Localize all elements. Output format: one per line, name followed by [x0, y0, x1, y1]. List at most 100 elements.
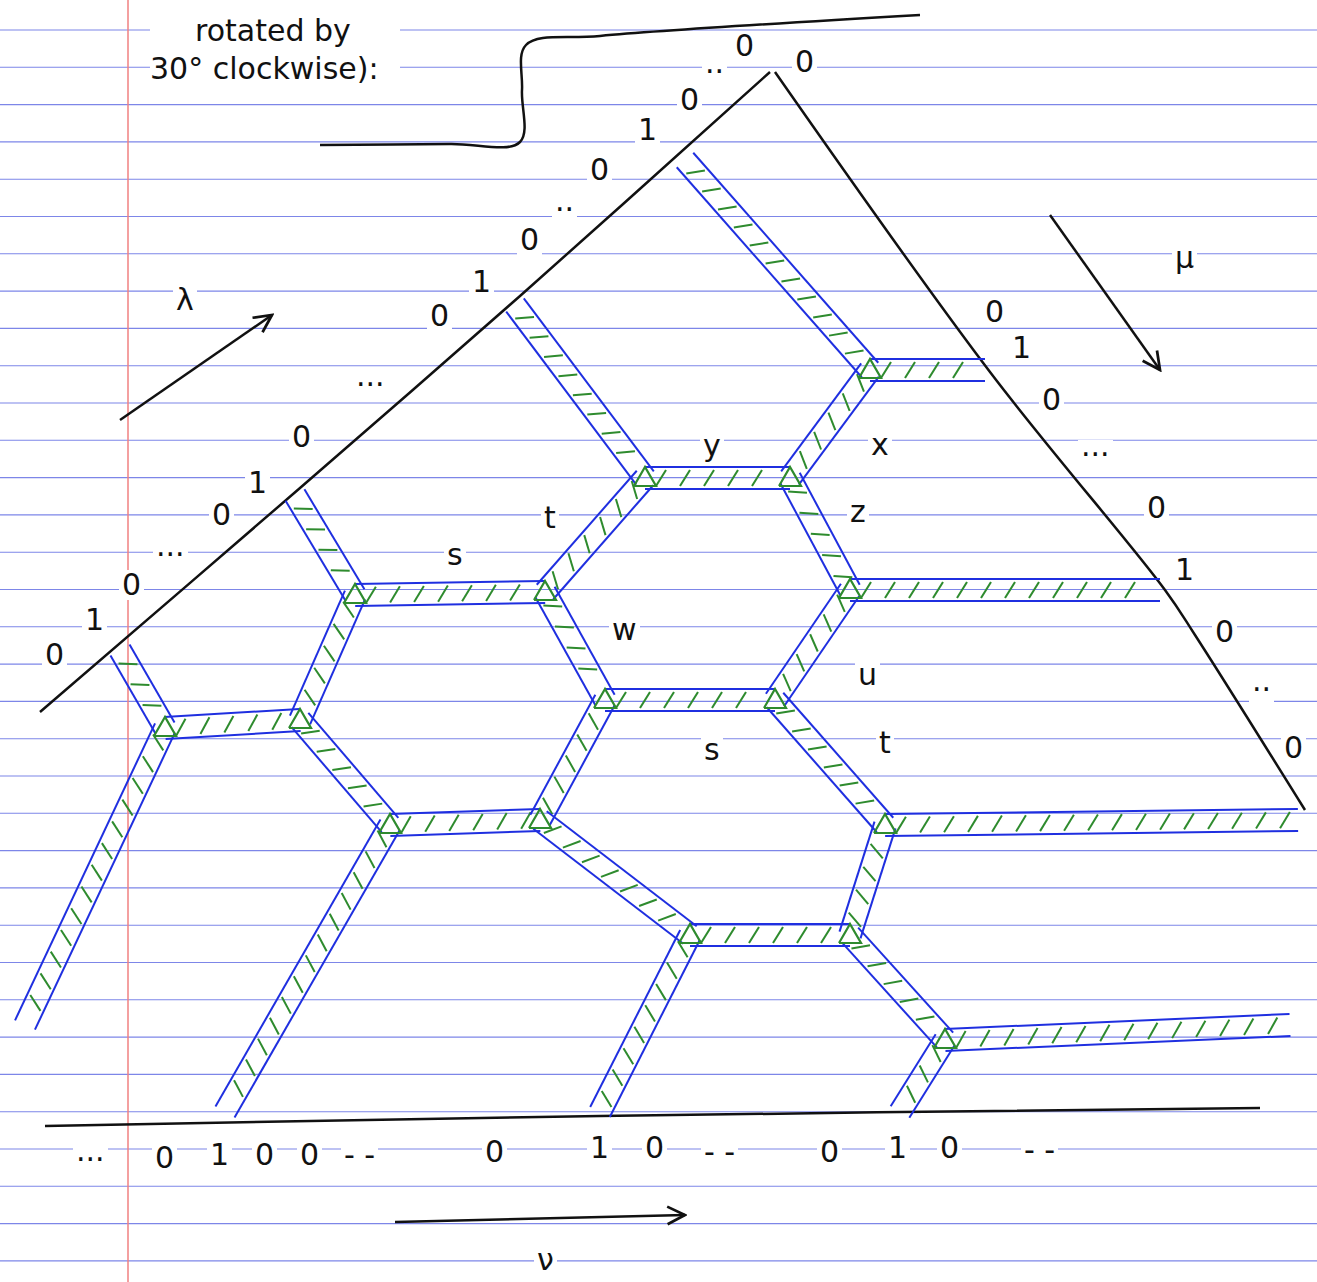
hatch-mark — [734, 224, 753, 227]
hatch-mark — [306, 955, 315, 972]
strip-edge — [215, 820, 380, 1107]
hatch-mark — [953, 362, 963, 378]
hatch-mark — [41, 973, 51, 989]
hatch-mark — [766, 261, 785, 264]
strip-edge — [693, 153, 878, 363]
vertex-triangle — [779, 467, 801, 486]
hatch-mark — [1101, 582, 1111, 598]
left-boundary — [40, 72, 770, 712]
hatch-mark — [582, 856, 600, 863]
boundary-label: 0 — [732, 31, 757, 61]
strip-edge — [858, 928, 953, 1033]
hatch-mark — [920, 816, 930, 832]
strip-edge — [286, 501, 346, 601]
vertex-triangle — [344, 584, 366, 603]
hatch-mark — [1077, 582, 1087, 598]
hatch-mark — [933, 582, 943, 598]
hatch-mark — [555, 625, 574, 628]
hatch-mark — [702, 188, 721, 191]
hatch-mark — [497, 813, 506, 829]
hatch-mark — [61, 930, 71, 946]
hatch-mark — [750, 243, 769, 246]
hatch-mark — [680, 470, 690, 486]
hatch-mark — [143, 756, 153, 772]
boundary-label: z — [847, 497, 869, 527]
hatch-mark — [871, 844, 883, 858]
hatch-mark — [909, 582, 919, 598]
boundary-label: 1 — [245, 468, 270, 498]
hatch-mark — [600, 517, 605, 535]
strip-edge — [308, 713, 398, 818]
boundary-label: 0 — [937, 1133, 962, 1163]
ruled-line — [0, 552, 1317, 553]
hatch-mark — [462, 585, 472, 601]
hatch-mark — [656, 470, 666, 486]
direction-arrow — [395, 1215, 685, 1222]
boundary-label: 1 — [1009, 333, 1034, 363]
hatch-mark — [530, 336, 549, 338]
hatch-mark — [704, 470, 714, 486]
hatch-mark — [725, 927, 735, 943]
boundary-label: s — [444, 540, 466, 570]
vertex-triangle — [679, 924, 701, 943]
boundary-label: 0 — [817, 1137, 842, 1167]
boundary-label: 0 — [297, 1140, 322, 1170]
ruled-line — [0, 1037, 1317, 1038]
boundary-label: t — [541, 503, 559, 533]
hatch-mark — [270, 1018, 279, 1035]
ruled-line — [0, 440, 1317, 441]
hatch-mark — [348, 785, 367, 788]
boundary-label: λ — [173, 285, 197, 315]
hatch-mark — [449, 815, 458, 831]
hatch-mark — [425, 816, 434, 832]
hatch-mark — [51, 952, 61, 968]
hatch-mark — [664, 692, 674, 708]
hatch-mark — [318, 549, 337, 551]
boundary-label: - - — [1021, 1135, 1058, 1165]
boundary-label: ··· — [73, 1145, 108, 1175]
strip-edge — [166, 731, 301, 739]
ruled-line — [0, 999, 1317, 1000]
hatch-mark — [294, 508, 313, 510]
hatch-mark — [330, 914, 339, 931]
boundary-label: 1 — [82, 605, 107, 635]
boundary-label: - - — [701, 1137, 738, 1167]
hatch-mark — [968, 816, 978, 832]
hatch-mark — [354, 872, 363, 889]
hatch-mark — [811, 534, 830, 535]
ruled-line — [0, 514, 1317, 515]
hatch-mark — [728, 470, 738, 486]
hatch-mark — [486, 585, 496, 601]
ruled-line — [0, 1223, 1317, 1224]
boundary-label: ··· — [153, 540, 188, 570]
ruled-line — [0, 179, 1317, 180]
boundary-label: 0 — [152, 1143, 177, 1173]
hatch-mark — [712, 692, 722, 708]
vertex-triangle — [154, 717, 176, 736]
hatch-mark — [920, 1065, 928, 1082]
strip-edge — [605, 688, 775, 690]
hatch-mark — [246, 1059, 255, 1076]
vertex-triangle — [764, 689, 786, 708]
ruled-line — [0, 1111, 1317, 1112]
boundary-label: 0 — [517, 225, 542, 255]
hatch-mark — [224, 716, 233, 733]
hatch-mark — [602, 1091, 612, 1107]
strip-edge — [610, 940, 700, 1117]
hatch-mark — [821, 927, 831, 943]
boundary-label: w — [609, 615, 640, 645]
ruled-line — [0, 328, 1317, 329]
vertex-triangle — [289, 709, 311, 728]
strip-edge — [533, 829, 683, 944]
hatch-mark — [808, 747, 827, 750]
boundary-label: s — [701, 735, 723, 765]
hatch-mark — [1148, 1023, 1157, 1039]
hatch-mark — [640, 692, 650, 708]
hatch-mark — [799, 513, 818, 514]
strip-edge — [645, 466, 790, 468]
hatch-mark — [112, 821, 122, 837]
hatch-mark — [558, 375, 577, 377]
strip-edge — [690, 945, 850, 947]
vertex-triangle — [594, 689, 616, 708]
